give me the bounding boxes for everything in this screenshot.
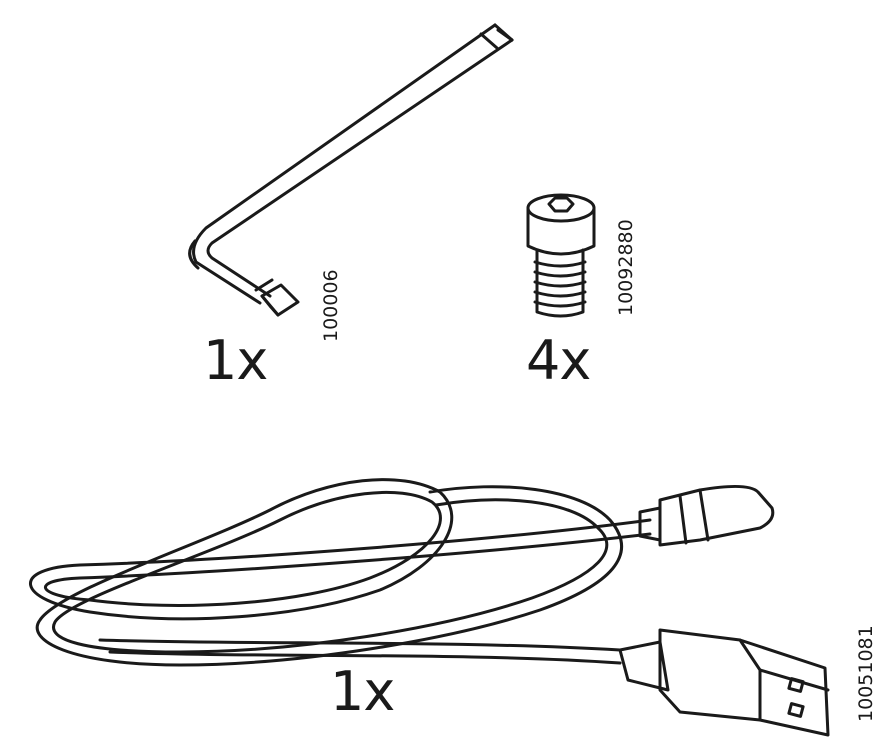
usb-cable-article-number: 10051081 [855,625,877,722]
allen-key-icon [188,23,514,317]
bolt-quantity: 4x [526,329,591,392]
allen-key-article-number: 100006 [320,269,342,342]
usb-cable-icon [29,478,830,737]
socket-head-bolt-icon [526,193,596,318]
allen-key-quantity: 1x [203,329,268,392]
usb-cable-quantity: 1x [330,660,395,723]
bolt-article-number: 10092880 [615,219,637,316]
